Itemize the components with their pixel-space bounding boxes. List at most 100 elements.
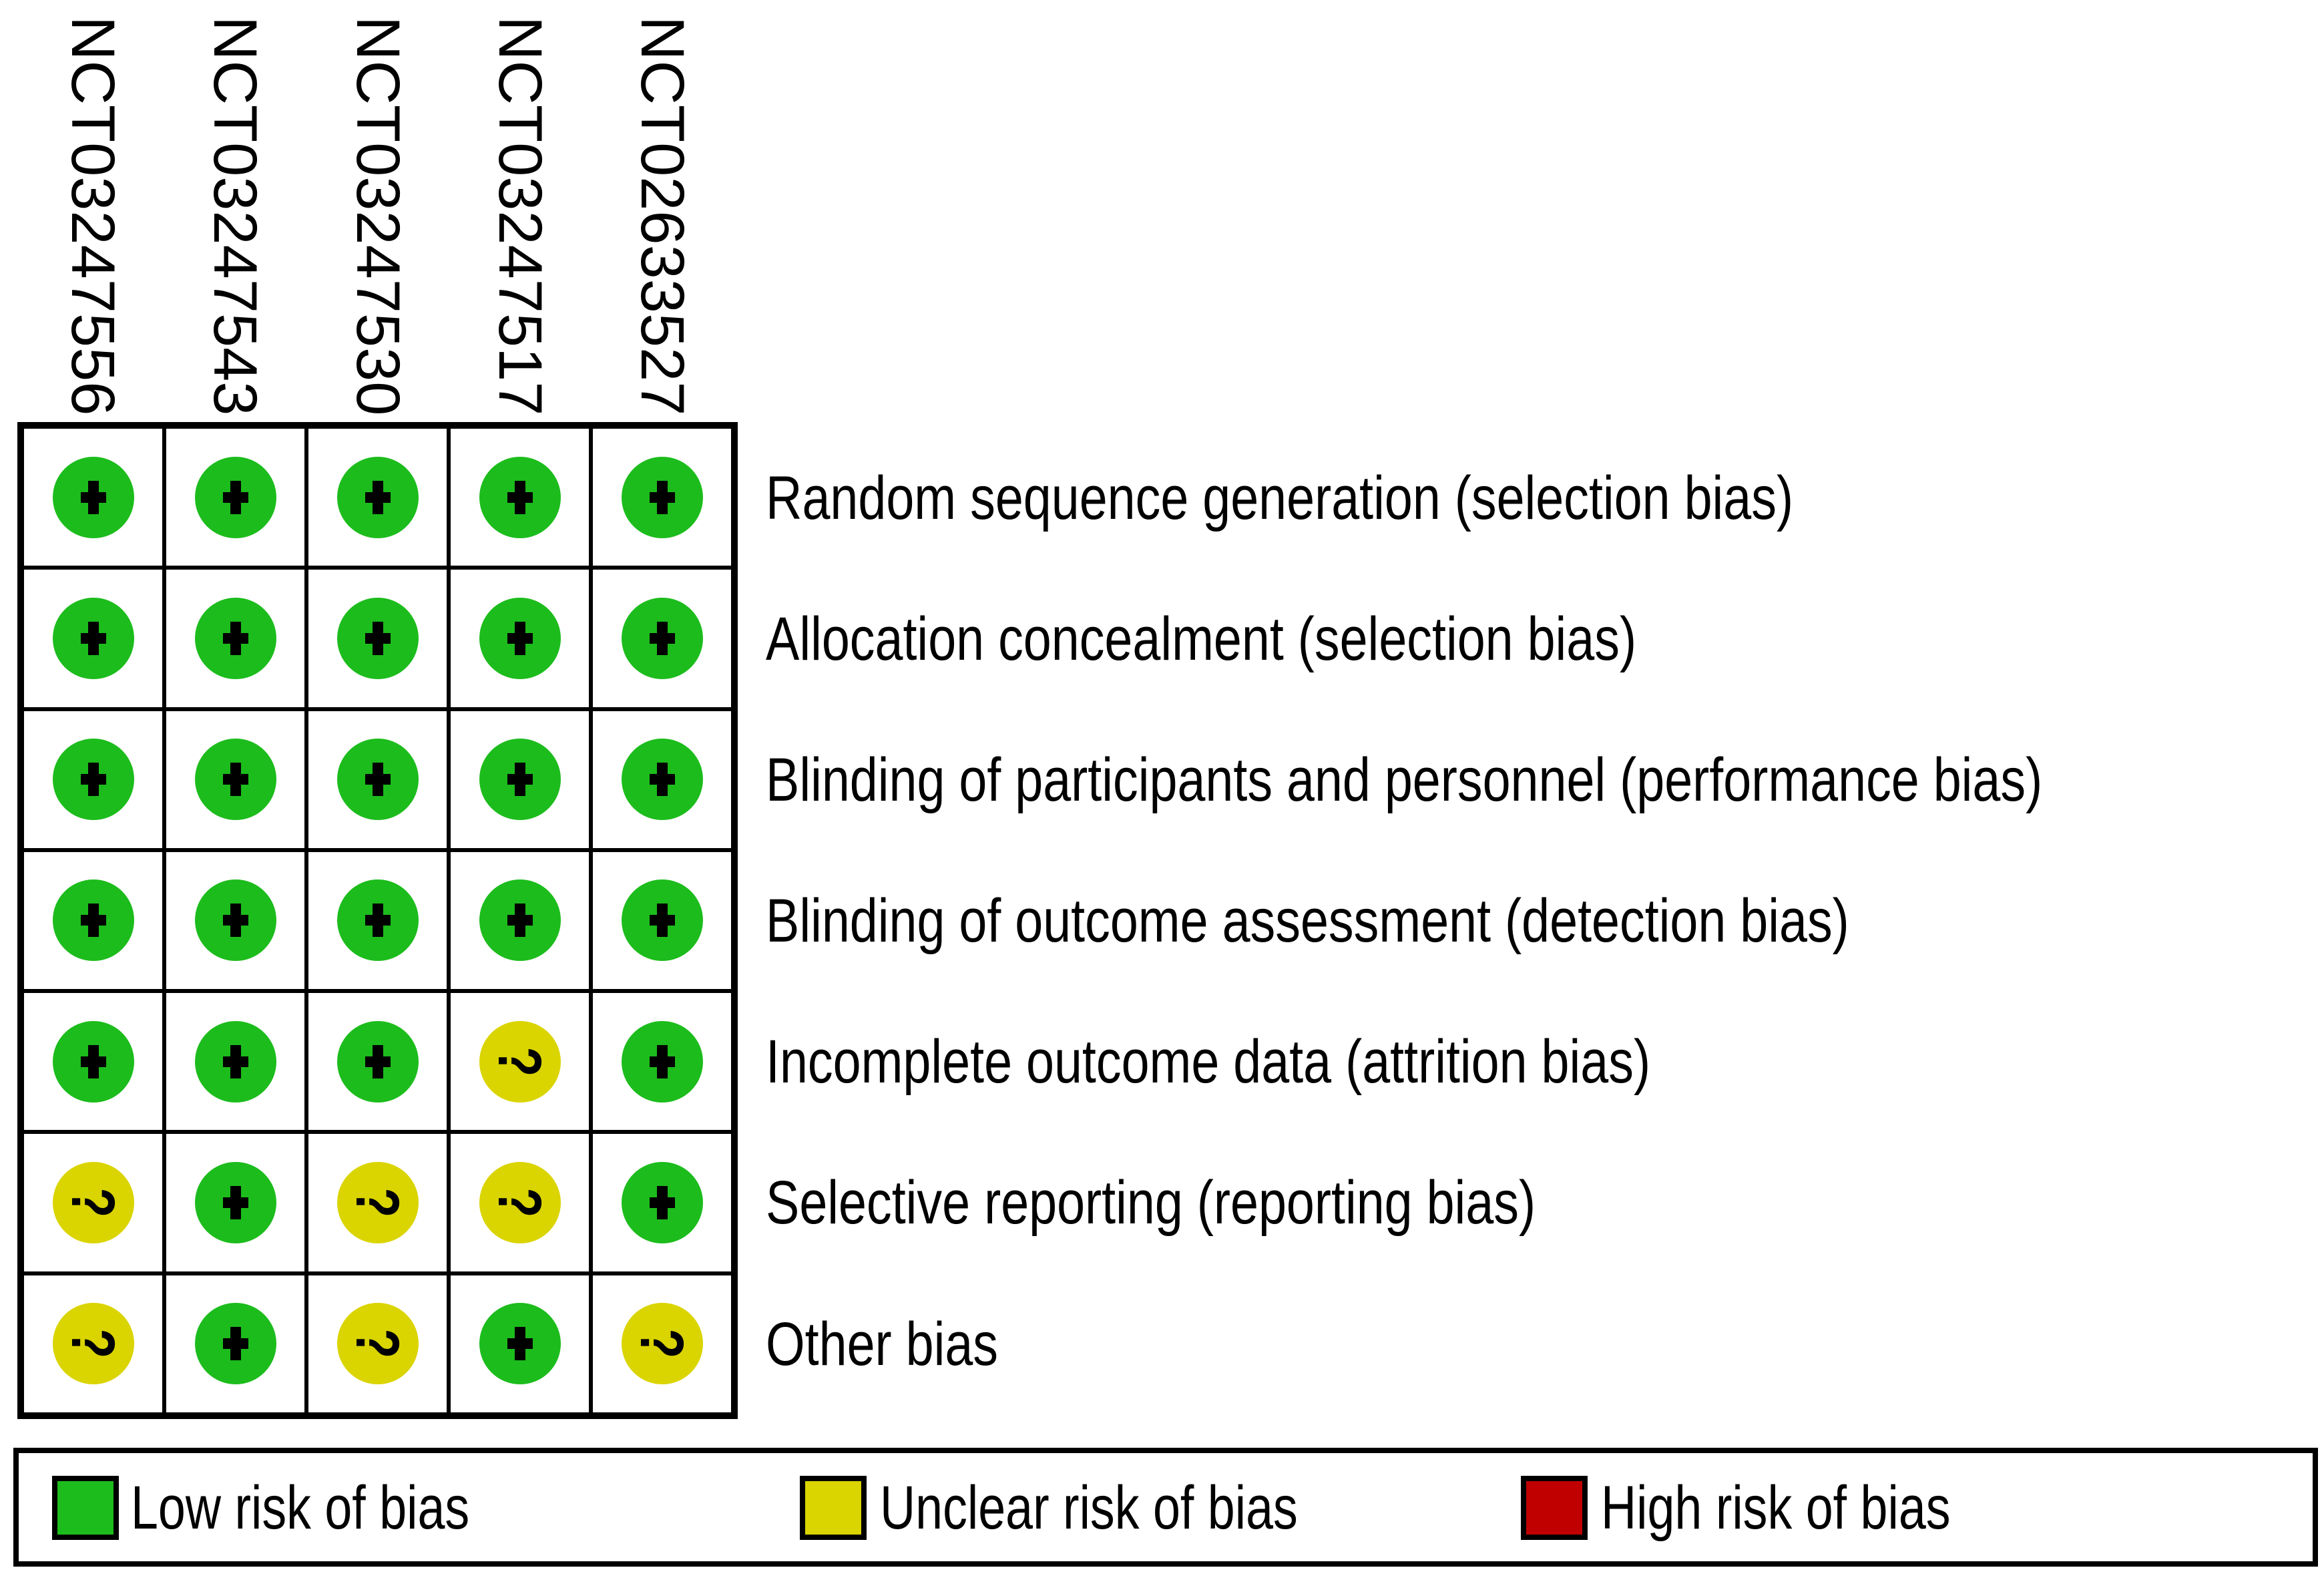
rating-cell [593,429,731,566]
rating-cell [24,993,162,1131]
question-icon: ? [59,1328,128,1359]
plus-icon [80,621,106,655]
column-header-study-3: NCT03247530 [344,16,412,416]
rating-circle-low-risk [621,1162,703,1244]
row-label-blinding-participants: Blinding of participants and personnel (… [766,746,2043,814]
legend-label-high-risk: High risk of bias [1601,1474,1951,1542]
rating-cell [593,993,731,1131]
rating-circle-unclear-risk: ? [52,1162,134,1244]
rating-cell [451,711,589,848]
rating-circle-low-risk [621,597,703,679]
rating-cell [308,570,447,707]
rating-cell [308,429,447,566]
rating-circle-low-risk [621,456,703,538]
rating-circle-low-risk [52,456,134,538]
rating-cell [308,851,447,990]
plus-icon [222,621,248,655]
rating-circle-low-risk [479,739,561,821]
rating-circle-low-risk [336,597,419,679]
rating-circle-low-risk [336,879,419,962]
plus-icon [649,1186,675,1220]
rating-circle-low-risk [479,456,561,538]
rating-cell: ? [593,1275,731,1412]
legend-swatch-low-risk [52,1476,119,1540]
rating-cell [166,711,304,848]
rating-circle-low-risk [194,1162,276,1244]
rating-cell [24,570,162,707]
row-label-incomplete-outcome: Incomplete outcome data (attrition bias) [766,1028,1651,1096]
rating-cell [308,711,447,848]
plus-icon [507,480,533,514]
question-icon: ? [343,1328,412,1359]
plus-icon [507,763,533,797]
legend-label-low-risk: Low risk of bias [131,1474,470,1542]
column-header-study-4: NCT03247517 [486,16,554,416]
rating-circle-low-risk [194,1020,276,1103]
rating-circle-low-risk [479,597,561,679]
rating-cell [593,851,731,990]
rating-circle-low-risk [52,739,134,821]
rating-cell [166,851,304,990]
rating-circle-low-risk [479,879,561,962]
row-label-selective-reporting: Selective reporting (reporting bias) [766,1169,1536,1237]
plus-icon [365,621,391,655]
rating-cell [593,1134,731,1271]
rating-cell [166,1134,304,1271]
rating-circle-low-risk [621,739,703,821]
rating-circle-low-risk [194,1303,276,1385]
column-header-study-1: NCT03247556 [59,16,127,416]
rating-cell [451,570,589,707]
rating-circle-low-risk [621,879,703,962]
rating-cell: ? [24,1275,162,1412]
rating-circle-low-risk [194,597,276,679]
rating-cell [24,429,162,566]
row-label-random-sequence: Random sequence generation (selection bi… [766,464,1794,532]
rating-cell [451,851,589,990]
rating-cell [24,851,162,990]
plus-icon [507,621,533,655]
plus-icon [649,763,675,797]
row-label-other-bias: Other bias [766,1310,999,1378]
rating-circle-unclear-risk: ? [479,1020,561,1103]
plus-icon [80,480,106,514]
rating-cell: ? [308,1275,447,1412]
rating-cell [166,1275,304,1412]
rating-circle-unclear-risk: ? [621,1303,703,1385]
rating-cell [166,429,304,566]
plus-icon [649,480,675,514]
rating-circle-low-risk [336,739,419,821]
row-label-allocation-concealment: Allocation concealment (selection bias) [766,605,1637,673]
plus-icon [365,480,391,514]
plus-icon [80,763,106,797]
rating-cell: ? [451,1134,589,1271]
rating-cell: ? [24,1134,162,1271]
plus-icon [365,904,391,938]
column-header-study-5: NCT02633527 [628,16,696,416]
rating-circle-low-risk [194,879,276,962]
rating-circle-unclear-risk: ? [52,1303,134,1385]
rating-circle-low-risk [52,597,134,679]
question-icon: ? [485,1046,554,1077]
rating-circle-low-risk [194,739,276,821]
rating-circle-unclear-risk: ? [479,1162,561,1244]
row-label-blinding-outcome: Blinding of outcome assessment (detectio… [766,887,1849,955]
plus-icon [222,1186,248,1220]
legend-box [13,1448,2318,1567]
column-header-study-2: NCT03247543 [201,16,269,416]
legend-swatch-high-risk [1521,1476,1588,1540]
rating-cell [166,570,304,707]
rating-cell [593,570,731,707]
plus-icon [80,904,106,938]
rating-circle-low-risk [479,1303,561,1385]
plus-icon [222,763,248,797]
rating-grid: ??????? [17,422,738,1419]
rating-cell [308,993,447,1131]
question-icon: ? [59,1187,128,1218]
rating-cell [451,1275,589,1412]
plus-icon [507,904,533,938]
rating-circle-low-risk [336,1020,419,1103]
plus-icon [222,1327,248,1361]
rating-circle-low-risk [52,1020,134,1103]
plus-icon [365,1044,391,1078]
